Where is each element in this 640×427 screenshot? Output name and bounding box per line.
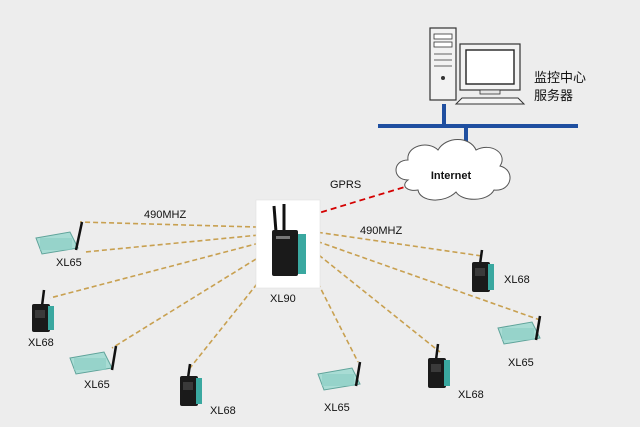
radio-link [301, 235, 541, 321]
xl68-module-icon [180, 363, 202, 406]
device-label: XL65 [56, 257, 82, 269]
xl65-module-icon [35, 221, 84, 255]
xl65-module-icon [317, 361, 362, 391]
device-label: XL65 [508, 357, 534, 369]
device-label: XL65 [324, 402, 350, 414]
gateway-label: XL90 [270, 293, 296, 305]
server-label-line1: 监控中心 [534, 71, 586, 86]
xl68-module-icon [472, 249, 494, 292]
freq-label-right: 490MHZ [360, 225, 402, 237]
device-label: XL68 [210, 405, 236, 417]
network-bus [378, 104, 578, 152]
device-label: XL65 [84, 379, 110, 391]
gprs-label: GPRS [330, 179, 361, 191]
gprs-link [301, 185, 409, 219]
xl68-module-icon [428, 343, 450, 388]
radio-link [299, 239, 441, 353]
xl65-module-icon [497, 315, 542, 345]
xl68-module-icon [32, 289, 54, 332]
device-label: XL68 [458, 389, 484, 401]
gateway-xl90-icon [255, 199, 321, 289]
radio-link [79, 221, 291, 229]
server-label-line2: 服务器 [534, 88, 573, 104]
device-label: XL68 [504, 274, 530, 286]
freq-label-left: 490MHZ [144, 209, 186, 221]
server-computer-icon [429, 27, 526, 105]
radio-link [295, 239, 359, 363]
internet-label: Internet [431, 170, 472, 182]
radio-link [49, 234, 291, 299]
radio-link [301, 229, 483, 257]
device-label: XL68 [28, 337, 54, 349]
internet-cloud: Internet [395, 139, 511, 201]
xl65-module-icon [69, 345, 118, 375]
